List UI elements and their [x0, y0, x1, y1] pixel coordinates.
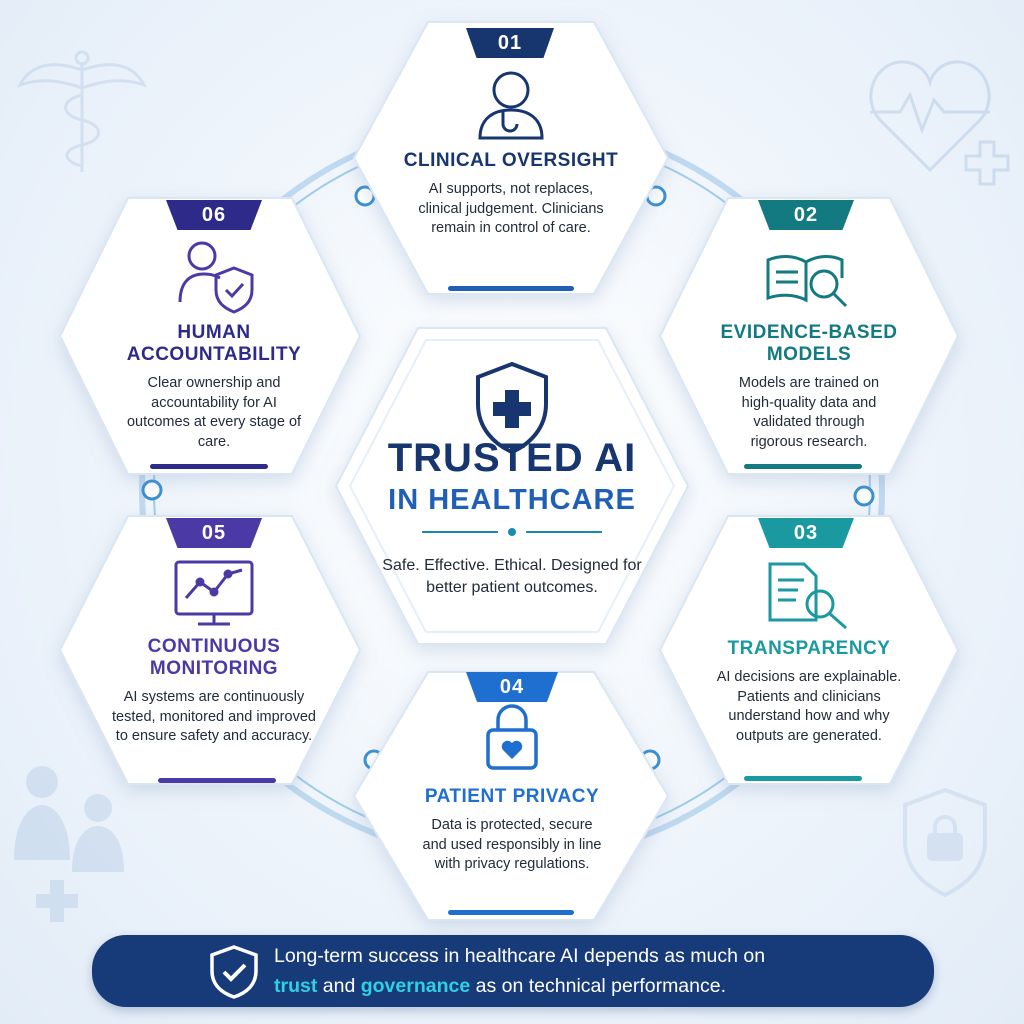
banner-text: Long-term success in healthcare AI depen… — [274, 941, 914, 1001]
pillar-03: TRANSPARENCY AI decisions are explainabl… — [700, 638, 918, 746]
pillar-title: HUMAN ACCOUNTABILITY — [126, 322, 302, 365]
heart-pulse-icon — [869, 60, 1010, 186]
pillar-description: Data is protected, secure and used respo… — [422, 817, 602, 872]
pillar-description: Clear ownership and accountability for A… — [126, 375, 302, 450]
badge-06: 06 — [166, 200, 262, 230]
hex-01 — [352, 21, 670, 295]
banner-text-part2: and — [322, 975, 356, 997]
accent-bar-05 — [158, 778, 276, 783]
hex-02 — [658, 197, 960, 475]
pillar-description: AI decisions are explainable. Patients a… — [716, 669, 902, 744]
badge-03: 03 — [758, 518, 854, 548]
pillar-title: TRANSPARENCY — [727, 638, 891, 659]
accent-bar-04 — [448, 910, 574, 915]
pillar-title: EVIDENCE-BASED MODELS — [720, 322, 898, 365]
shield-cross-icon — [476, 361, 548, 455]
caduceus-icon — [17, 50, 147, 172]
banner-text-part1: Long-term success in healthcare AI depen… — [274, 945, 766, 967]
highlight-governance: governance — [360, 975, 471, 997]
badge-04: 04 — [466, 672, 558, 702]
pillar-description: Models are trained on high-quality data … — [738, 375, 880, 450]
pillar-title: PATIENT PRIVACY — [424, 786, 600, 807]
hex-06 — [58, 197, 362, 475]
pillar-title: CONTINUOUS MONITORING — [147, 636, 281, 679]
hex-04 — [352, 671, 670, 921]
pillar-description: AI systems are continuously tested, moni… — [112, 689, 316, 744]
highlight-trust: trust — [274, 975, 318, 997]
hex-05 — [58, 515, 362, 785]
pillar-05: CONTINUOUS MONITORING AI systems are con… — [104, 636, 324, 747]
center-subtitle: IN HEALTHCARE — [388, 484, 636, 516]
bottom-banner: Long-term success in healthcare AI depen… — [92, 935, 934, 1007]
shield-check-icon — [210, 945, 258, 999]
pillar-description: AI supports, not replaces, clinical judg… — [418, 181, 604, 236]
pillar-01: CLINICAL OVERSIGHT AI supports, not repl… — [396, 150, 626, 239]
doctor-icon — [478, 71, 544, 140]
accent-bar-01 — [448, 286, 574, 291]
badge-02: 02 — [758, 200, 854, 230]
banner-text-part3: as on technical performance. — [475, 975, 727, 997]
hex-03 — [658, 515, 960, 785]
hex-center — [334, 327, 690, 645]
shield-lock-icon — [903, 787, 987, 898]
book-magnifier-icon — [766, 255, 848, 308]
person-shield-icon — [178, 241, 254, 314]
pillar-02: EVIDENCE-BASED MODELS Models are trained… — [706, 322, 912, 452]
pillar-04: PATIENT PRIVACY Data is protected, secur… — [400, 786, 624, 875]
accent-bar-03 — [744, 776, 862, 781]
accent-bar-06 — [150, 464, 268, 469]
people-icon — [14, 766, 124, 922]
badge-01: 01 — [466, 28, 554, 58]
monitor-chart-icon — [174, 560, 254, 626]
document-search-icon — [768, 562, 847, 630]
badge-05: 05 — [166, 518, 262, 548]
center-divider — [422, 528, 602, 536]
center-title: TRUSTED AI — [387, 436, 637, 480]
pillar-title: CLINICAL OVERSIGHT — [403, 150, 619, 171]
center-tagline: Safe. Effective. Ethical. Designed for b… — [382, 557, 642, 596]
accent-bar-02 — [744, 464, 862, 469]
padlock-heart-icon — [486, 704, 538, 770]
pillar-06: HUMAN ACCOUNTABILITY Clear ownership and… — [108, 322, 320, 452]
